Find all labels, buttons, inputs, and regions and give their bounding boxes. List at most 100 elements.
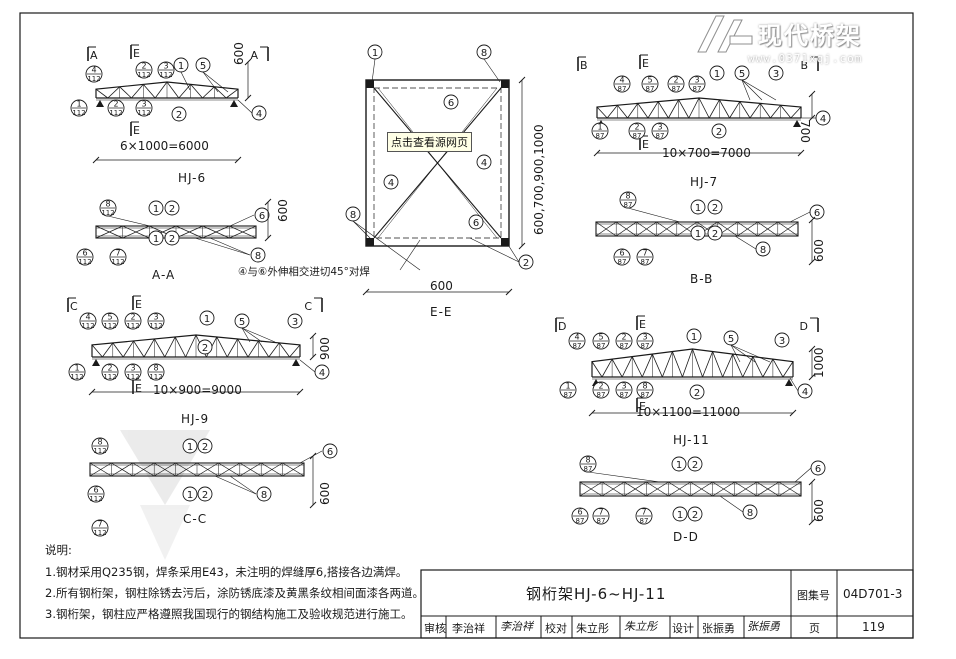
bracing-diagonal	[734, 481, 757, 497]
web-diagonal	[621, 356, 633, 378]
web-diagonal	[782, 361, 794, 378]
callout-number: 6	[259, 211, 265, 222]
callout-circle	[768, 65, 784, 81]
web-diagonal	[631, 356, 643, 378]
callout-number: 2	[692, 460, 698, 471]
dimension-tick	[518, 76, 526, 84]
web-diagonal	[258, 340, 270, 358]
web-diagonal	[627, 103, 639, 119]
detail-sheet: 87	[596, 132, 605, 140]
dimension-tick	[808, 518, 816, 526]
web-diagonal	[668, 99, 679, 119]
section-marker-e-hj11-top: E	[636, 315, 646, 331]
callout-number: 1	[204, 314, 210, 325]
title-block-lines	[420, 569, 914, 639]
leader-line	[352, 220, 373, 241]
page-label: 页	[809, 622, 820, 635]
dimension-tick	[264, 234, 272, 242]
web-diagonal	[601, 358, 613, 378]
view-source-link[interactable]: 点击查看源网页	[387, 132, 472, 152]
corner-post	[366, 80, 374, 88]
callout-circle	[711, 123, 727, 139]
web-diagonal	[657, 101, 669, 119]
callout-circle	[671, 456, 687, 472]
designer-signature: 张振勇	[747, 620, 780, 633]
dimension-tick	[296, 388, 304, 396]
detail-callout: 287	[667, 76, 685, 93]
web-diagonal	[752, 356, 764, 378]
caption-hj6: HJ-6	[178, 171, 207, 185]
section-letter: E	[133, 124, 140, 137]
watermark-url: www.0371xqj.com	[748, 52, 863, 65]
dim-dd-height: 600	[812, 499, 826, 522]
detail-number: 8	[642, 382, 647, 391]
detail-sheet: 87	[640, 517, 649, 525]
detail-sheet: 87	[641, 258, 650, 266]
web-diagonal	[692, 348, 703, 378]
web-diagonal	[762, 358, 774, 378]
detail-sheet: 87	[672, 85, 681, 93]
detail-callout: 487	[613, 76, 631, 93]
dimension-tick	[518, 242, 526, 250]
detail-sheet: 112	[87, 75, 100, 83]
callout-number: 3	[779, 336, 785, 347]
section-marker-b-left: B	[577, 56, 588, 72]
bracing-diagonal	[89, 462, 112, 477]
callout-number: 4	[388, 178, 394, 189]
callout-number: 5	[239, 317, 245, 328]
detail-callout: 687	[571, 508, 589, 525]
web-diagonal	[289, 344, 301, 358]
member-callout: 3	[774, 332, 790, 348]
member-callout: 4	[797, 383, 813, 399]
detail-callout: 487	[568, 333, 586, 350]
detail-callout: 887	[636, 382, 654, 399]
dim-hj7-height: 700	[798, 120, 812, 143]
detail-number: 1	[597, 123, 602, 132]
callout-number: 2	[202, 490, 208, 501]
member-callout: 6	[810, 460, 826, 476]
detail-callout: 587	[592, 333, 610, 350]
bracing-diagonal	[601, 481, 625, 497]
dimension-tick	[808, 373, 816, 381]
leader-line	[730, 344, 771, 363]
web-diagonal	[719, 99, 730, 119]
callout-number: 6	[448, 98, 454, 109]
web-diagonal	[178, 84, 191, 99]
callout-number: 2	[169, 234, 175, 245]
web-diagonal	[651, 353, 663, 378]
callout-circle	[256, 486, 272, 502]
web-diagonal	[122, 340, 134, 358]
member-callout: 8	[345, 206, 361, 222]
member-callout: 1	[173, 57, 189, 73]
detail-number: 2	[621, 333, 626, 342]
web-diagonal	[749, 103, 761, 119]
section-letter: E	[135, 298, 142, 311]
web-diagonal	[268, 342, 280, 358]
note-2: 2.所有钢桁架，钢柱除锈去污后，涂防锈底漆及黄黑条纹相间面漆各两道。	[45, 586, 424, 600]
callout-number: 2	[523, 258, 529, 269]
checker-name: 朱立彤	[576, 622, 609, 635]
dim-aa-height: 600	[276, 199, 290, 222]
dimension-tick	[234, 156, 242, 164]
detail-callout: 387	[651, 123, 669, 140]
dimension-tick	[309, 332, 317, 340]
truss-hj6-elevation	[95, 81, 239, 107]
member-callout: 6	[468, 214, 484, 230]
member-callout: 1	[148, 230, 164, 246]
corner-post	[501, 80, 509, 88]
dimension-tick	[808, 258, 816, 266]
member-callout: 4	[476, 154, 492, 170]
dim-ee-width: 600	[430, 279, 453, 293]
detail-number: 5	[598, 333, 603, 342]
callout-number: 2	[694, 388, 700, 399]
web-diagonal	[596, 106, 608, 119]
callout-circle	[672, 506, 688, 522]
bracing-diagonal	[656, 221, 677, 237]
dimension-tick	[244, 58, 252, 66]
member-callout: 5	[234, 313, 250, 329]
member-callout: 6	[443, 94, 459, 110]
